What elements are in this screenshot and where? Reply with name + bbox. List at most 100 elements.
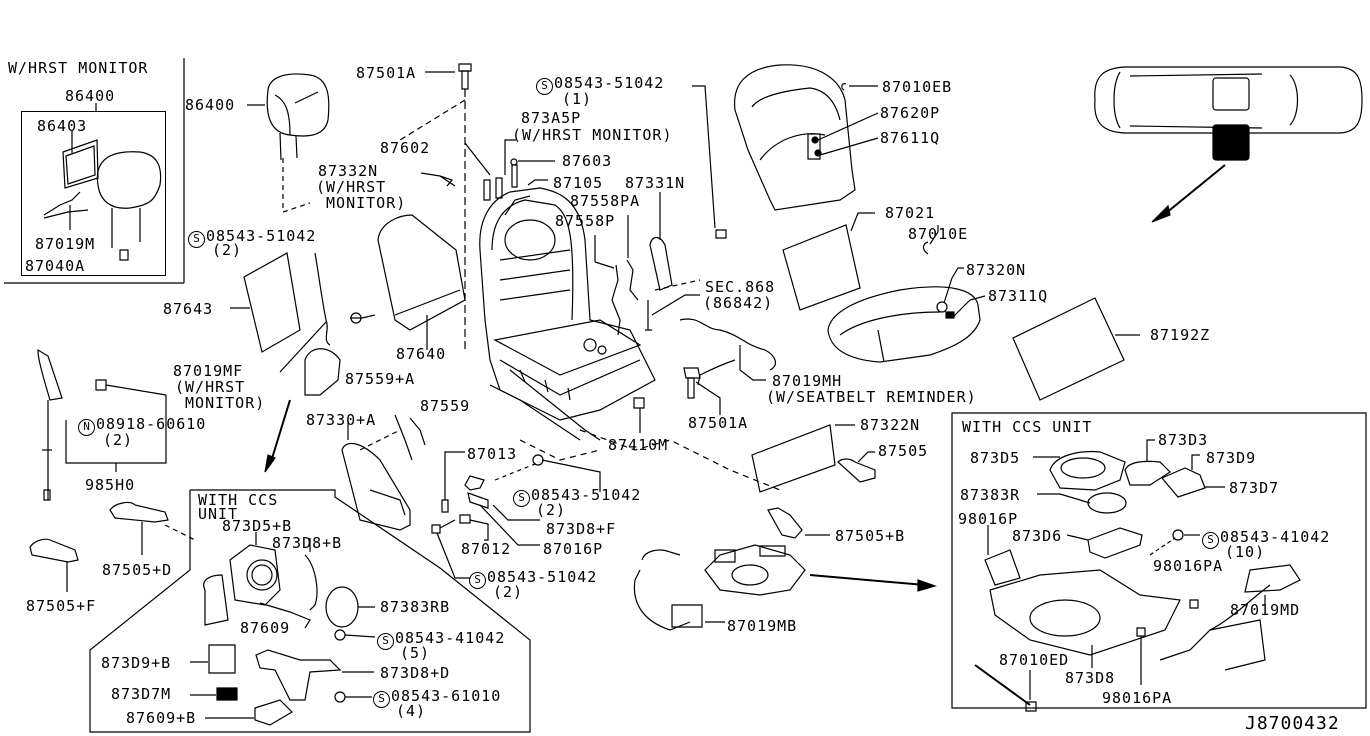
label-87501a-mid[interactable]: 87501A xyxy=(688,414,749,432)
cover-87505b-drawing xyxy=(768,508,830,538)
label-873d7m[interactable]: 873D7M xyxy=(111,685,172,703)
wire-87019mf-drawing xyxy=(280,253,330,372)
side-trim-drawing xyxy=(265,349,425,530)
label-98016pa-top[interactable]: 98016PA xyxy=(1153,557,1224,575)
ccs-right-parts-drawing xyxy=(975,440,1300,711)
label-87322n[interactable]: 87322N xyxy=(860,416,921,434)
label-87383rb[interactable]: 87383RB xyxy=(380,598,451,616)
label-873a5p[interactable]: 873A5P xyxy=(521,109,582,127)
label-873d6[interactable]: 873D6 xyxy=(1012,527,1063,545)
clip-87410m-drawing xyxy=(520,398,780,490)
label-87609-b[interactable]: 87609+B xyxy=(126,709,197,727)
label-87010eb[interactable]: 87010EB xyxy=(882,78,953,96)
label-87559[interactable]: 87559 xyxy=(420,397,471,415)
label-qty: (1) xyxy=(562,90,593,108)
label-873d3[interactable]: 873D3 xyxy=(1158,431,1209,449)
label-sec868[interactable]: SEC.868 xyxy=(705,278,776,296)
screw-symbol-icon: S xyxy=(1202,532,1219,549)
label-87019m[interactable]: 87019M xyxy=(35,235,96,253)
label-87019mb[interactable]: 87019MB xyxy=(727,617,798,635)
cover-87505d-drawing xyxy=(110,503,195,555)
label-87192z[interactable]: 87192Z xyxy=(1150,326,1211,344)
part-number: 08918-60610 xyxy=(96,415,207,433)
ccs-left-title-line2: UNIT xyxy=(198,505,239,523)
label-873d5[interactable]: 873D5 xyxy=(970,449,1021,467)
label-873d9-b[interactable]: 873D9+B xyxy=(101,654,172,672)
headrest-drawing xyxy=(247,74,329,212)
label-87558p[interactable]: 87558P xyxy=(555,212,616,230)
hrst-inset-box xyxy=(21,111,166,276)
screw-symbol-icon: S xyxy=(188,231,205,248)
label-87602[interactable]: 87602 xyxy=(380,139,431,157)
label-qty: (10) xyxy=(1225,543,1266,561)
part-number: 08543-61010 xyxy=(391,687,502,705)
label-87320n[interactable]: 87320N xyxy=(966,261,1027,279)
hrst-inset-title: W/HRST MONITOR xyxy=(8,59,149,77)
label-873d8-f[interactable]: 873D8+F xyxy=(546,520,617,538)
label-87105[interactable]: 87105 xyxy=(553,174,604,192)
label-87016p[interactable]: 87016P xyxy=(543,540,604,558)
screw-symbol-icon: S xyxy=(469,572,486,589)
side-brackets-drawing xyxy=(595,86,726,335)
label-87330-a[interactable]: 87330+A xyxy=(306,411,377,429)
label-87311q[interactable]: 87311Q xyxy=(988,287,1049,305)
label-98016pa-bottom[interactable]: 98016PA xyxy=(1102,689,1173,707)
label-87611q[interactable]: 87611Q xyxy=(880,129,941,147)
label-873d9[interactable]: 873D9 xyxy=(1206,449,1257,467)
label-87640[interactable]: 87640 xyxy=(396,345,447,363)
label-qty: (2) xyxy=(212,241,243,259)
label-87332n[interactable]: 87332N xyxy=(318,162,379,180)
label-86400-inset[interactable]: 86400 xyxy=(65,87,116,105)
label-87019mf[interactable]: 87019MF xyxy=(173,362,244,380)
label-98016p[interactable]: 98016P xyxy=(958,510,1019,528)
label-87040a[interactable]: 87040A xyxy=(25,257,86,275)
label-qty: (4) xyxy=(396,702,427,720)
label-87620p[interactable]: 87620P xyxy=(880,104,941,122)
label-985h0[interactable]: 985H0 xyxy=(85,476,136,494)
label-87010ed[interactable]: 87010ED xyxy=(999,651,1070,669)
label-87331n[interactable]: 87331N xyxy=(625,174,686,192)
label-87643[interactable]: 87643 xyxy=(163,300,214,318)
label-87010e[interactable]: 87010E xyxy=(908,225,969,243)
label-87505-b[interactable]: 87505+B xyxy=(835,527,906,545)
label-873d8-b[interactable]: 873D8+B xyxy=(272,534,343,552)
label-87021[interactable]: 87021 xyxy=(885,204,936,222)
label-873d8[interactable]: 873D8 xyxy=(1065,669,1116,687)
label-87501a-top[interactable]: 87501A xyxy=(356,64,417,82)
label-87012[interactable]: 87012 xyxy=(461,540,512,558)
label-87603[interactable]: 87603 xyxy=(562,152,613,170)
label-87559-a[interactable]: 87559+A xyxy=(345,370,416,388)
label-87505-d[interactable]: 87505+D xyxy=(102,561,173,579)
label-87019mh[interactable]: 87019MH xyxy=(772,372,843,390)
label-87019md[interactable]: 87019MD xyxy=(1230,601,1301,619)
label-sec868-sub: (86842) xyxy=(703,294,774,312)
label-87505[interactable]: 87505 xyxy=(878,442,929,460)
label-873a5p-note: (W/HRST MONITOR) xyxy=(512,126,673,144)
label-86403[interactable]: 86403 xyxy=(37,117,88,135)
ccs-left-frame xyxy=(90,490,530,732)
label-86400[interactable]: 86400 xyxy=(185,96,236,114)
label-873d7[interactable]: 873D7 xyxy=(1229,479,1280,497)
label-873d5-b[interactable]: 873D5+B xyxy=(222,517,293,535)
label-87505-f[interactable]: 87505+F xyxy=(26,597,97,615)
label-87609[interactable]: 87609 xyxy=(240,619,291,637)
label-87558pa[interactable]: 87558PA xyxy=(570,192,641,210)
small-fasteners-drawing xyxy=(421,140,555,200)
part-number: 08543-51042 xyxy=(487,568,598,586)
trim-87322n-drawing xyxy=(752,425,855,492)
ccs-left-parts-drawing xyxy=(190,532,375,725)
label-87013[interactable]: 87013 xyxy=(467,445,518,463)
ccs-mechanism-drawing xyxy=(705,545,935,595)
label-873d8-d[interactable]: 873D8+D xyxy=(380,664,451,682)
label-87383r[interactable]: 87383R xyxy=(960,486,1021,504)
ccs-right-frame xyxy=(952,413,1366,708)
label-87410m[interactable]: 87410M xyxy=(608,436,669,454)
